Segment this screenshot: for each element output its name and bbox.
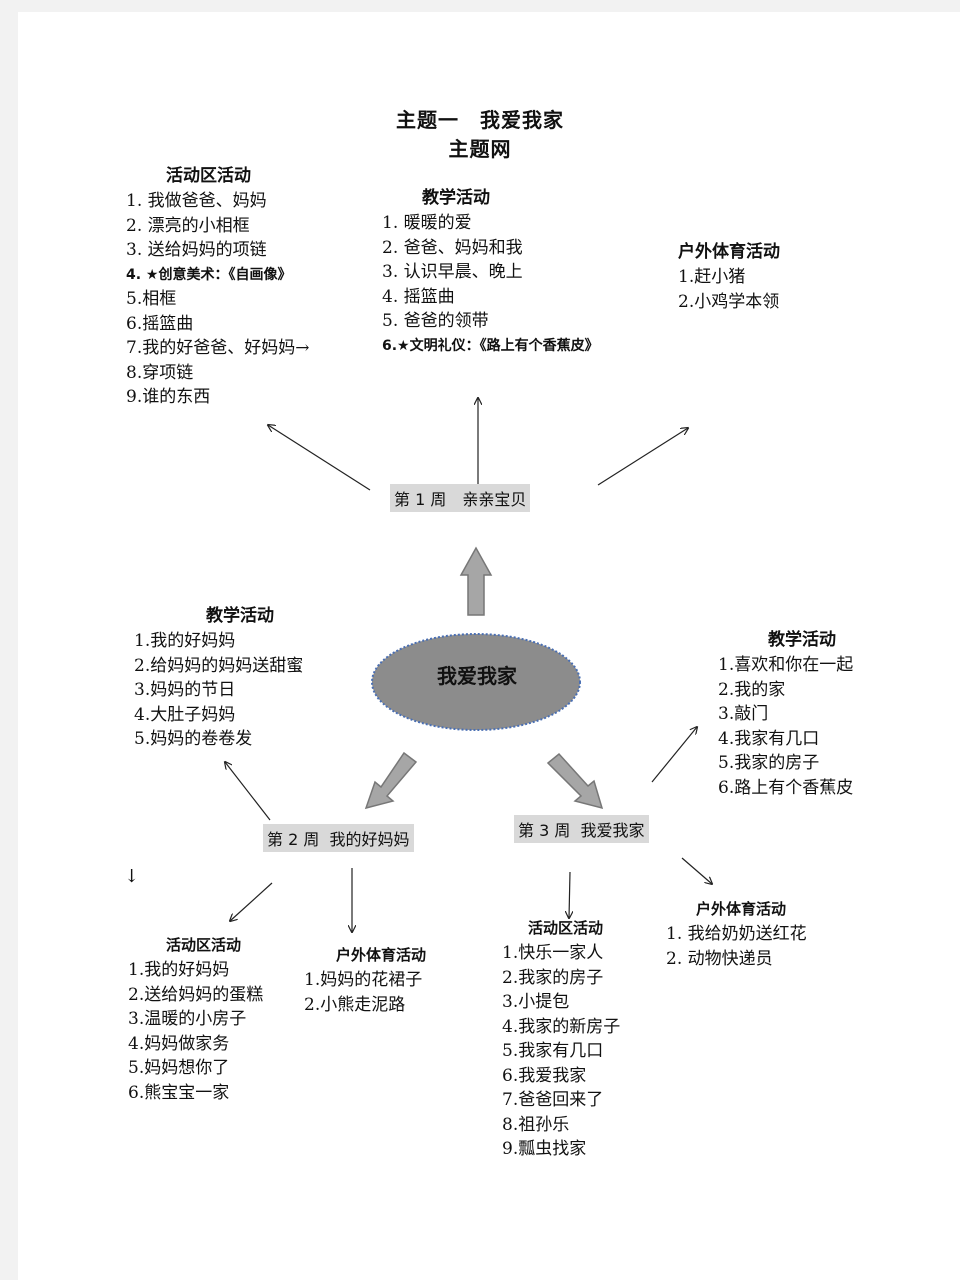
list-item: 3. 认识早晨、晚上 <box>382 262 523 282</box>
arrow-week3-outdoor <box>681 857 712 884</box>
week2-area-block: 活动区活动 1.我的好妈妈 2.送给妈妈的蛋糕 3.温暖的小房子 4.妈妈做家务 5.妈… <box>128 934 263 1105</box>
week1-outdoor-list: 1.赶小猪 2.小鸡学本领 <box>678 265 780 314</box>
list-item: 4.大肚子妈妈 <box>134 704 236 725</box>
list-item: 5.我家的房子 <box>718 753 820 773</box>
list-item: 4. ★创意美术：《自画像》 <box>126 266 292 283</box>
list-item: 9.瓢虫找家 <box>502 1139 587 1159</box>
list-item: 3. 送给妈妈的项链 <box>126 240 267 260</box>
week3-area-list: 1.快乐一家人 2.我家的房子 3.小提包 4.我家的新房子 5.我家有几口 6.我爱我家… <box>502 941 620 1162</box>
list-item: 8.穿项链 <box>126 362 194 383</box>
list-item: 1. 暖暖的爱 <box>382 213 472 233</box>
list-item: 2. 爸爸、妈妈和我 <box>382 237 523 258</box>
week2-teaching-list: 1.我的好妈妈 2.给妈妈的妈妈送甜蜜 3.妈妈的节日 4.大肚子妈妈 5.妈妈的卷卷发 <box>134 629 303 752</box>
arrow-week2-area <box>230 882 273 921</box>
page-title: 主题一 我爱我家 <box>396 108 564 132</box>
list-item: 3.敲门 <box>718 704 769 724</box>
week2-outdoor-list: 1.妈妈的花裙子 2.小熊走泥路 <box>304 968 426 1017</box>
arrow-week1-outdoor <box>597 428 688 486</box>
list-item: 7.爸爸回来了 <box>502 1090 604 1110</box>
week2-outdoor-block: 户外体育活动 1.妈妈的花裙子 2.小熊走泥路 <box>304 944 426 1017</box>
week2-teaching-block: 教学活动 1.我的好妈妈 2.给妈妈的妈妈送甜蜜 3.妈妈的节日 4.大肚子妈妈 5.妈… <box>134 601 303 752</box>
list-item: 8.祖孙乐 <box>502 1114 570 1135</box>
week1-outdoor-block: 户外体育活动 1.赶小猪 2.小鸡学本领 <box>678 237 780 314</box>
arrow-week3-teaching <box>651 727 697 783</box>
week2-teaching-heading: 教学活动 <box>206 606 274 626</box>
list-item: 1. 我做爸爸、妈妈 <box>126 191 267 211</box>
block-arrow-down-right-icon <box>546 752 604 810</box>
week1-teaching-block: 教学活动 1. 暖暖的爱 2. 爸爸、妈妈和我 3. 认识早晨、晚上 4. 摇篮曲 5.… <box>382 183 599 358</box>
block-arrow-down-left-icon <box>364 751 418 810</box>
list-item: 6.摇篮曲 <box>126 313 194 334</box>
week3-outdoor-list: 1. 我给奶奶送红花 2. 动物快递员 <box>666 922 807 971</box>
list-item: 2.送给妈妈的蛋糕 <box>128 984 264 1005</box>
week1-teaching-heading: 教学活动 <box>422 188 490 208</box>
list-item: 5.妈妈想你了 <box>128 1058 230 1078</box>
list-item: 7.我的好爸爸、好妈妈→ <box>126 338 310 358</box>
week3-area-heading: 活动区活动 <box>528 919 604 937</box>
center-topic-label: 我爱我家 <box>437 664 517 688</box>
list-item: 2. 动物快递员 <box>666 948 773 969</box>
week3-label: 第 3 周 我爱我家 <box>514 815 649 843</box>
block-arrow-up-icon <box>459 546 493 616</box>
arrow-week2-teaching <box>225 762 271 821</box>
list-item: 3.温暖的小房子 <box>128 1009 247 1029</box>
week1-area-heading: 活动区活动 <box>166 166 251 186</box>
list-item: 5.相框 <box>126 289 177 309</box>
week1-outdoor-heading: 户外体育活动 <box>678 242 780 262</box>
list-item: 6.★文明礼仪：《路上有个香蕉皮》 <box>382 337 599 354</box>
week3-teaching-block: 教学活动 1.喜欢和你在一起 2.我的家 3.敲门 4.我家有几口 5.我家的房子 6.路… <box>718 625 853 800</box>
list-item: 1.我的好妈妈 <box>128 960 230 980</box>
list-item: 2.小熊走泥路 <box>304 994 406 1015</box>
list-item: 6.我爱我家 <box>502 1065 587 1086</box>
list-item: 3.小提包 <box>502 992 570 1012</box>
week2-area-heading: 活动区活动 <box>166 936 242 954</box>
list-item: 2.给妈妈的妈妈送甜蜜 <box>134 655 304 676</box>
list-item: 4.妈妈做家务 <box>128 1033 230 1054</box>
week3-teaching-heading: 教学活动 <box>768 630 836 650</box>
list-item: 1.快乐一家人 <box>502 943 604 963</box>
list-item: 5. 爸爸的领带 <box>382 311 489 331</box>
list-item: 5.我家有几口 <box>502 1041 604 1061</box>
stray-down-arrow: ↓ <box>124 866 140 887</box>
list-item: 4.我家有几口 <box>718 728 820 749</box>
list-item: 6.路上有个香蕉皮 <box>718 777 854 798</box>
week1-area-list: 1. 我做爸爸、妈妈 2. 漂亮的小相框 3. 送给妈妈的项链 4. ★创意美术：《自… <box>126 189 309 410</box>
list-item: 1.妈妈的花裙子 <box>304 970 423 990</box>
list-item: 3.妈妈的节日 <box>134 680 236 700</box>
week1-area-block: 活动区活动 1. 我做爸爸、妈妈 2. 漂亮的小相框 3. 送给妈妈的项链 4. ★创… <box>126 161 309 410</box>
list-item: 2.我家的房子 <box>502 967 604 988</box>
arrow-week1-area <box>268 425 371 491</box>
list-item: 9.谁的东西 <box>126 387 211 407</box>
list-item: 1.赶小猪 <box>678 267 746 287</box>
list-item: 2. 漂亮的小相框 <box>126 215 250 236</box>
week3-teaching-list: 1.喜欢和你在一起 2.我的家 3.敲门 4.我家有几口 5.我家的房子 6.路上有个香蕉… <box>718 653 853 800</box>
list-item: 1. 我给奶奶送红花 <box>666 924 807 944</box>
list-item: 6.熊宝宝一家 <box>128 1082 230 1103</box>
week3-outdoor-block: 户外体育活动 1. 我给奶奶送红花 2. 动物快递员 <box>666 898 807 971</box>
list-item: 1.我的好妈妈 <box>134 631 236 651</box>
week2-outdoor-heading: 户外体育活动 <box>336 946 427 964</box>
list-item: 4.我家的新房子 <box>502 1016 621 1037</box>
week1-teaching-list: 1. 暖暖的爱 2. 爸爸、妈妈和我 3. 认识早晨、晚上 4. 摇篮曲 5. 爸爸的领… <box>382 211 599 358</box>
list-item: 4. 摇篮曲 <box>382 286 455 307</box>
week2-area-list: 1.我的好妈妈 2.送给妈妈的蛋糕 3.温暖的小房子 4.妈妈做家务 5.妈妈想你了 6.… <box>128 958 263 1105</box>
week1-label: 第 1 周 亲亲宝贝 <box>390 484 531 512</box>
arrow-week3-area <box>569 871 570 918</box>
week3-outdoor-heading: 户外体育活动 <box>696 900 787 918</box>
list-item: 1.喜欢和你在一起 <box>718 655 854 675</box>
list-item: 2.小鸡学本领 <box>678 291 780 312</box>
center-ellipse <box>371 633 581 731</box>
page-subtitle: 主题网 <box>448 137 512 161</box>
list-item: 5.妈妈的卷卷发 <box>134 729 253 749</box>
list-item: 2.我的家 <box>718 679 786 700</box>
week3-area-block: 活动区活动 1.快乐一家人 2.我家的房子 3.小提包 4.我家的新房子 5.我家有几口… <box>502 917 620 1162</box>
week2-label: 第 2 周 我的好妈妈 <box>263 824 414 852</box>
